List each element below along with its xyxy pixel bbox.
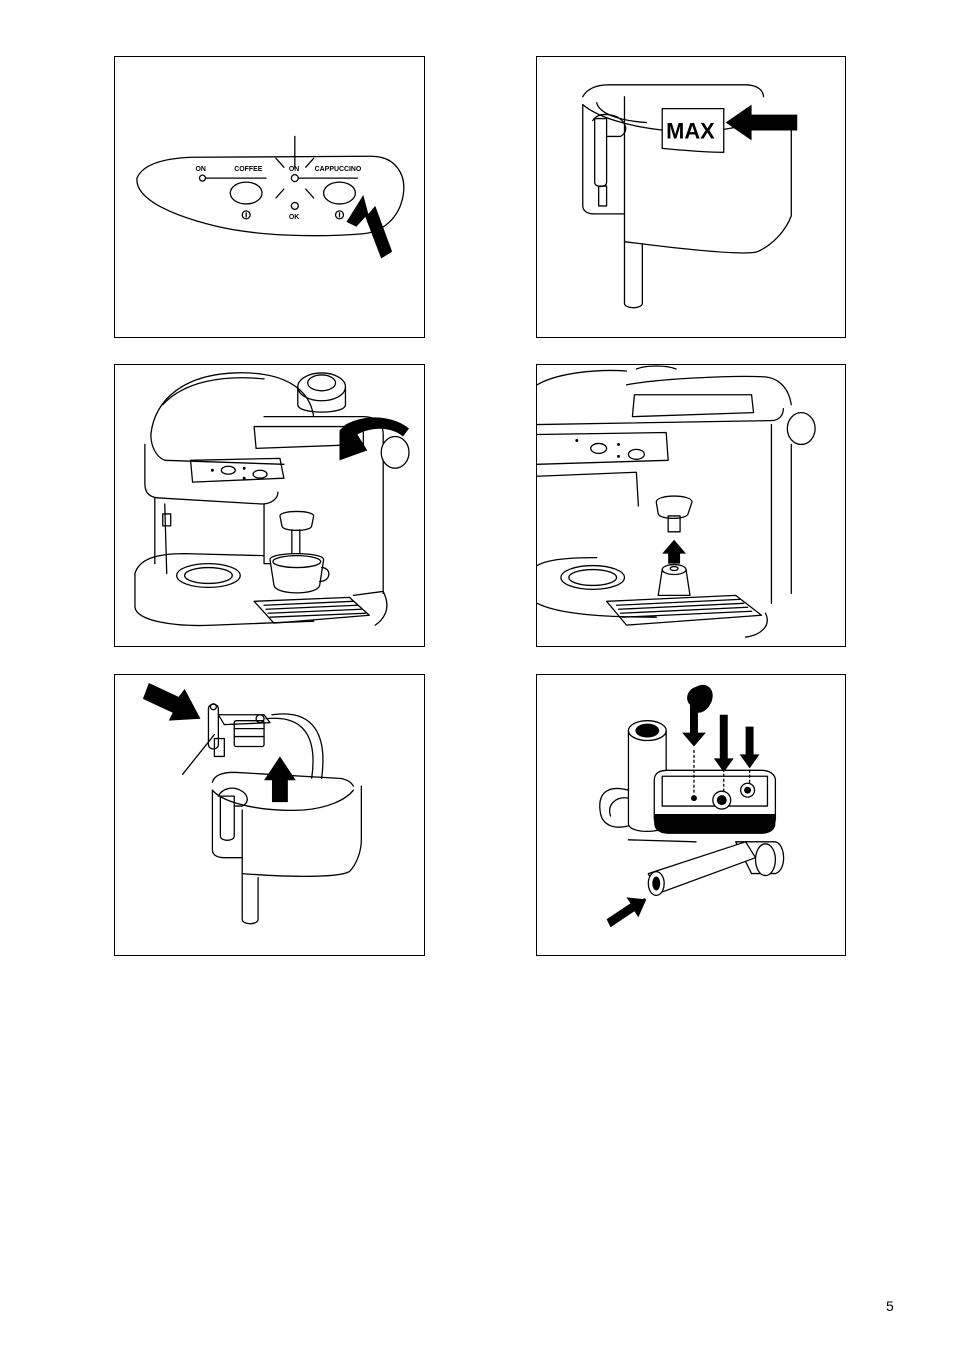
water-tank-illustration: MAX [537,57,845,337]
figure-water-tank-max: MAX [536,56,846,338]
max-label: MAX [666,118,715,143]
pointing-arrow-icon [726,105,797,141]
figure-control-panel: ON COFFEE ON CAPPUCCINO OK [114,56,425,338]
down-arrow-icon-2 [740,727,760,769]
coffee-button[interactable] [230,182,262,204]
tube-top-opening [635,724,659,738]
label-on-left: ON [196,166,206,173]
tank-lift-illustration [115,675,424,955]
frother-band [654,814,775,834]
press-arrow-icon [346,195,392,259]
figure-machine-insert-part [536,364,846,647]
insert-arrow-icon [607,897,647,927]
up-arrow-icon [662,540,686,564]
label-coffee: COFFEE [234,166,263,173]
label-ok: OK [289,214,299,221]
espresso-machine-knob-illustration [115,365,424,646]
on-indicator-light [291,175,298,182]
seal-insert-arrow-icon [682,685,713,747]
figure-machine-knob-turn [114,364,425,647]
ok-indicator-light [291,202,298,209]
control-panel-illustration: ON COFFEE ON CAPPUCCINO OK [115,57,424,337]
cappuccino-button[interactable] [324,182,356,204]
frother-assembly-illustration [537,675,845,955]
espresso-machine-insert-illustration [537,365,845,646]
label-cappuccino: CAPPUCCINO [315,166,362,173]
page-number: 5 [886,1298,894,1314]
cup [270,554,324,593]
label-on-center: ON [289,166,299,173]
figure-tank-lift [114,674,425,956]
lift-arrow-icon [264,756,296,802]
valve-part [717,795,727,805]
down-arrow-icon [714,715,734,773]
figure-frother-assembly [536,674,846,956]
pointing-arrow-icon-2 [143,683,201,721]
